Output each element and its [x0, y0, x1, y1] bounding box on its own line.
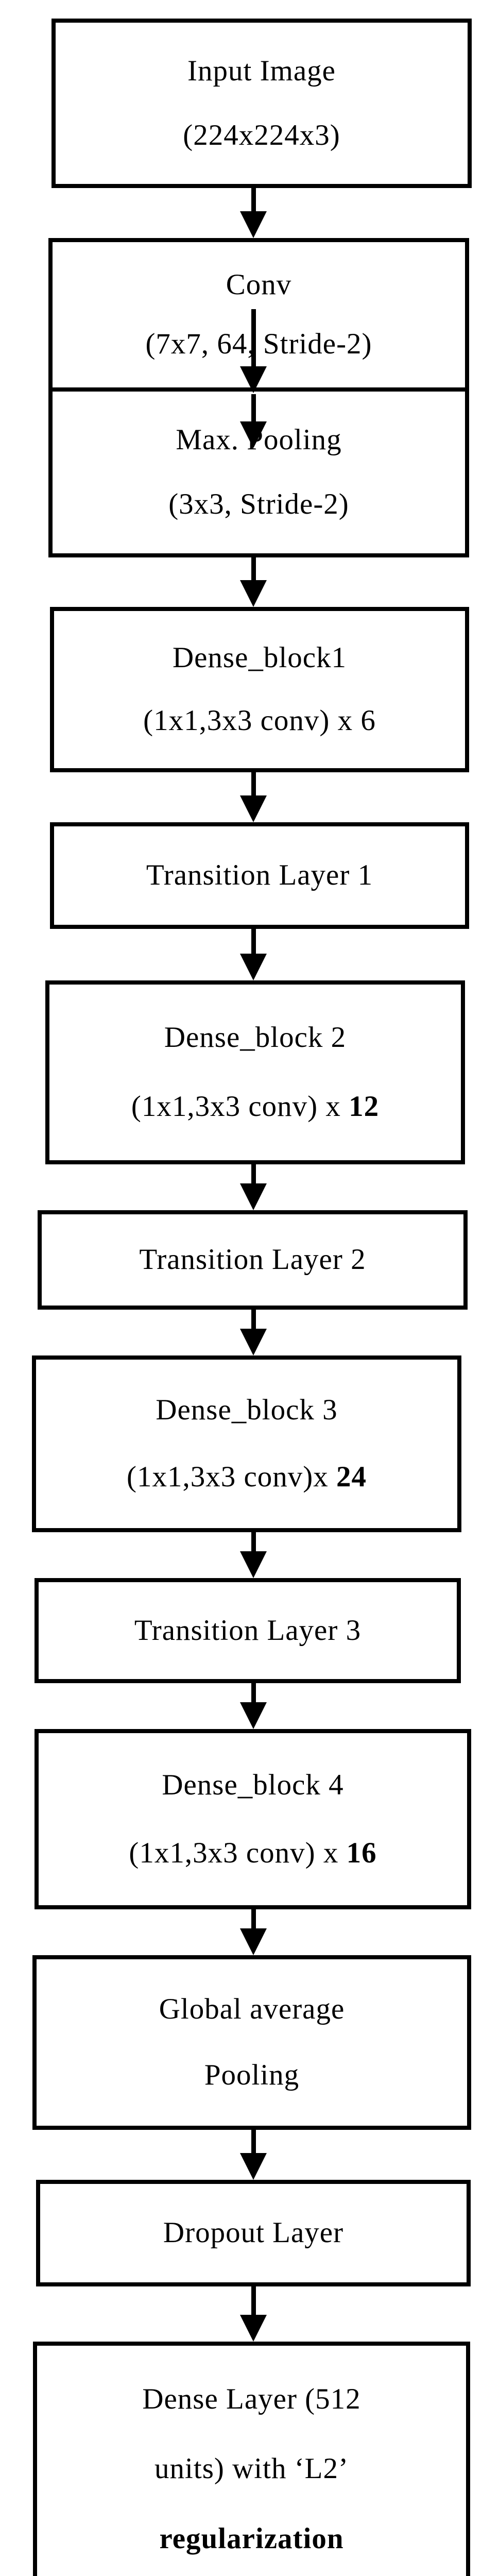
flow-arrow-db4-to-gap	[240, 1909, 267, 1955]
flow-arrow-t1-to-db2	[240, 929, 267, 980]
flow-arrow-maxpool-to-db1	[240, 557, 267, 607]
node-label: Conv	[226, 268, 292, 301]
arrowhead-icon	[240, 1702, 267, 1729]
node-sublabel: (224x224x3)	[183, 118, 340, 151]
arrowhead-icon	[240, 1183, 267, 1210]
dims-prefix: (1x1,3x3 conv) x	[131, 1090, 349, 1123]
flow-arrow-db1-to-t1	[240, 772, 267, 822]
flow-arrow-t2-to-db3	[240, 1310, 267, 1355]
node-input-image: Input Image (224x224x3)	[51, 19, 472, 188]
dims-value: 16	[346, 1836, 377, 1869]
node-label: Dense_block 2	[164, 1021, 347, 1054]
node-dense-block-2: Dense_block 2 (1x1,3x3 conv) x 12	[45, 980, 465, 1164]
node-dense-block-3: Dense_block 3 (1x1,3x3 conv)x 24	[32, 1355, 461, 1532]
arrowhead-icon	[240, 366, 267, 393]
flow-arrow-db2-to-t2	[240, 1164, 267, 1210]
node-label: Dense_block1	[172, 641, 347, 674]
dims-prefix: (1x1,3x3 conv) x	[129, 1836, 347, 1869]
node-sublabel: (1x1,3x3 conv) x 16	[129, 1837, 376, 1870]
dims-prefix: (1x1,3x3 conv) x	[143, 704, 361, 737]
arrowhead-icon	[240, 795, 267, 822]
arrowhead-icon	[240, 2315, 267, 2342]
arrowhead-icon	[240, 1329, 267, 1355]
node-sublabel-bold: regularization	[159, 2522, 344, 2555]
node-transition-layer-3: Transition Layer 3	[35, 1578, 461, 1683]
node-dropout-layer: Dropout Layer	[36, 2180, 471, 2286]
node-dense-layer-512: Dense Layer (512 units) with ‘L2’ regula…	[33, 2342, 470, 2576]
node-label: Transition Layer 3	[134, 1614, 361, 1647]
node-label: Dense_block 3	[156, 1394, 338, 1427]
node-label: Dense_block 4	[162, 1768, 344, 1801]
node-label: Dense Layer (512	[142, 2382, 361, 2415]
node-label: Transition Layer 2	[139, 1243, 366, 1276]
dims-value: 24	[336, 1461, 367, 1494]
node-conv: Conv (7x7, 64, Stride-2)	[48, 238, 469, 392]
node-max-pooling: Max. Pooling (3x3, Stride-2)	[48, 392, 469, 557]
arrowhead-icon	[240, 1551, 267, 1578]
node-sublabel: Pooling	[204, 2059, 300, 2092]
node-label: Input Image	[187, 54, 336, 87]
dims-value: 12	[349, 1090, 380, 1123]
node-label: Dropout Layer	[163, 2216, 344, 2249]
node-dense-block-4: Dense_block 4 (1x1,3x3 conv) x 16	[35, 1729, 471, 1909]
flow-arrow-input-to-conv	[240, 188, 267, 238]
arrowhead-icon	[240, 421, 267, 448]
node-global-average-pooling: Global average Pooling	[32, 1955, 471, 2130]
flow-arrow-conv-internal	[240, 309, 267, 393]
dims-value: 6	[360, 704, 376, 737]
node-sublabel: (1x1,3x3 conv) x 6	[143, 705, 376, 737]
flow-arrow-t3-to-db4	[240, 1683, 267, 1729]
arrowhead-icon	[240, 1928, 267, 1955]
node-transition-layer-1: Transition Layer 1	[50, 822, 469, 929]
node-label: Transition Layer 1	[146, 859, 373, 892]
node-sublabel: (1x1,3x3 conv) x 12	[131, 1091, 379, 1123]
arrowhead-icon	[240, 2153, 267, 2180]
flow-arrow-db3-to-t3	[240, 1532, 267, 1578]
flow-arrow-gap-to-dropout	[240, 2130, 267, 2180]
node-sublabel: units) with ‘L2’	[154, 2452, 349, 2485]
arrowhead-icon	[240, 580, 267, 607]
node-sublabel: (1x1,3x3 conv)x 24	[127, 1461, 367, 1494]
arrowhead-icon	[240, 211, 267, 238]
flow-arrow-maxpool-internal	[240, 394, 267, 448]
node-label: Global average	[159, 1992, 345, 2025]
arrowhead-icon	[240, 954, 267, 980]
node-sublabel: (7x7, 64, Stride-2)	[145, 328, 372, 361]
dims-prefix: (1x1,3x3 conv)x	[126, 1461, 336, 1494]
flow-arrow-dropout-to-dense512	[240, 2286, 267, 2342]
node-sublabel: (3x3, Stride-2)	[168, 488, 349, 521]
node-dense-block-1: Dense_block1 (1x1,3x3 conv) x 6	[50, 607, 469, 772]
node-transition-layer-2: Transition Layer 2	[38, 1210, 468, 1310]
